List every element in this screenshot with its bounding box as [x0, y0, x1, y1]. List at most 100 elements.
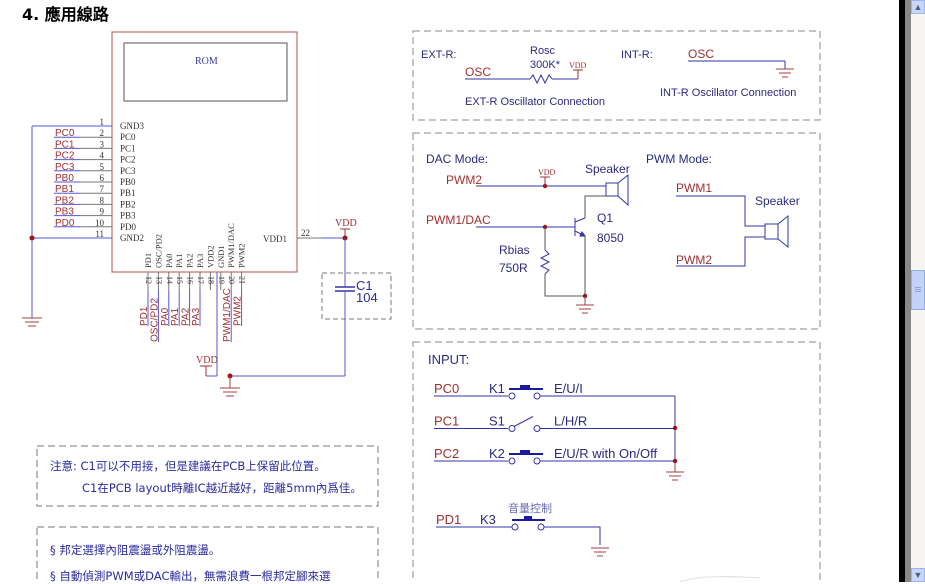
- cap-name: C1: [356, 278, 373, 293]
- bottom-net-label: PA3: [191, 307, 202, 326]
- rosc-name: Rosc: [530, 45, 556, 57]
- pin-name: PD0: [120, 222, 137, 232]
- note-box-2: [36, 526, 379, 582]
- bottom-net-label: PWM2: [233, 296, 244, 326]
- note-1-line-1: 注意: C1可以不用接，但是建議在PCB上保留此位置。: [50, 459, 326, 473]
- audio-output-box: DAC Mode: PWM2 VDD Speaker PWM1/DAC: [412, 132, 821, 330]
- ground-icon: [666, 463, 684, 481]
- pin-number: 16: [186, 276, 195, 284]
- pin-name: PB1: [120, 188, 136, 198]
- left-net-label: PB3: [55, 207, 74, 218]
- left-ground-net: [22, 125, 112, 327]
- pin-name: PA2: [185, 254, 195, 268]
- ground-icon: [591, 547, 609, 557]
- pin-number: 11: [95, 229, 104, 239]
- note-2-line-2: § 自動偵測PWM或DAC輸出，無需浪費一根邦定腳來選: [50, 569, 331, 583]
- pin-22-number: 22: [301, 228, 310, 238]
- bottom-net-label: PA1: [170, 307, 181, 326]
- pin-name: PC3: [120, 166, 136, 176]
- pin-name: PB0: [120, 177, 136, 187]
- scroll-up-button[interactable]: ▲: [911, 0, 925, 14]
- q1-name: Q1: [597, 211, 613, 225]
- input-function-label: E/U/I: [554, 381, 583, 396]
- pin-number: 1: [100, 117, 105, 127]
- pin-number: 18: [206, 276, 215, 284]
- pin-number: 10: [95, 218, 105, 228]
- pin-22-name: VDD1: [263, 234, 287, 244]
- note-1-line-2: C1在PCB layout時離IC越近越好，距離5mm內爲佳。: [82, 481, 362, 495]
- frame-divider-shadow: [905, 0, 911, 582]
- pin-name: PA3: [195, 254, 205, 268]
- cap-value: 104: [356, 290, 378, 305]
- pin-name: VDD2: [205, 245, 215, 268]
- pin-name: GND2: [120, 233, 144, 243]
- pin-name: PA1: [174, 254, 184, 268]
- pin-name: PWM2: [237, 243, 247, 268]
- int-caption: INT-R Oscillator Connection: [660, 87, 796, 99]
- pin-number: 15: [175, 276, 184, 284]
- note-box-1: [36, 445, 379, 507]
- pin-name: PC1: [120, 143, 136, 153]
- vertical-scrollbar[interactable]: ▲ ▼: [911, 0, 925, 582]
- transistor-icon: [574, 217, 586, 237]
- pin-number: 3: [100, 139, 105, 149]
- scroll-down-button[interactable]: ▼: [911, 568, 925, 582]
- pin-name: GND1: [216, 245, 226, 268]
- scrollbar-thumb[interactable]: [911, 270, 925, 310]
- decoupling-cap: VDD C1 104 VDD: [196, 218, 392, 397]
- pin-name: PC2: [120, 155, 136, 165]
- bottom-net-label: PA0: [160, 307, 171, 326]
- left-net-label: PC1: [55, 139, 75, 150]
- grip-icon: [915, 287, 921, 288]
- oscillator-box: EXT-R: OSC VDD Rosc 300K* EXT-R Oscillat…: [412, 30, 821, 121]
- pin-number: 6: [100, 173, 105, 183]
- bottom-net-label: PWM1/DAC: [222, 288, 233, 342]
- vdd2-label: VDD: [196, 355, 218, 366]
- pin-name: PD1: [143, 253, 153, 268]
- pin-name: PA0: [164, 254, 174, 268]
- ground-icon: [22, 317, 42, 327]
- ext-r-label: EXT-R:: [421, 49, 456, 61]
- pwm-pwm2-net: PWM2: [676, 253, 712, 267]
- pin-number: 13: [154, 276, 163, 284]
- pwm-mode-title: PWM Mode:: [646, 152, 712, 166]
- pd1-net: PD1: [436, 512, 461, 527]
- pin-number: 2: [100, 128, 105, 138]
- pin-name: PWM1/DAC: [226, 223, 236, 268]
- k3-label: 音量控制: [508, 501, 552, 515]
- pin-number: 8: [100, 195, 105, 205]
- pin-name: PC0: [120, 132, 136, 142]
- int-r-label: INT-R:: [621, 49, 653, 61]
- pin-number: 5: [100, 162, 105, 172]
- left-net-label: PC3: [55, 162, 75, 173]
- dac-vdd: VDD: [538, 168, 556, 177]
- input-title: INPUT:: [428, 352, 469, 367]
- ground-icon: [776, 68, 794, 78]
- pin-number: 19: [217, 276, 226, 284]
- left-net-label: PB1: [55, 184, 74, 195]
- bottom-net-label: PD1: [139, 306, 150, 326]
- pin-number: 20: [227, 276, 236, 284]
- bottom-net-label: PA2: [181, 307, 192, 326]
- section-title: 4. 應用線路: [22, 5, 109, 24]
- input-net: PC2: [434, 446, 459, 461]
- pin-number: 9: [100, 207, 105, 217]
- k3-name: K3: [480, 512, 496, 527]
- chevron-up-icon: ▲: [913, 2, 923, 12]
- left-net-label: PC2: [55, 151, 75, 162]
- left-net-label: PD0: [55, 218, 75, 229]
- dac-speaker-label: Speaker: [585, 162, 630, 176]
- input-function-label: E/U/R with On/Off: [554, 446, 657, 461]
- pwm-speaker-label: Speaker: [755, 194, 800, 208]
- dac-mode-title: DAC Mode:: [426, 152, 488, 166]
- input-function-label: L/H/R: [554, 414, 587, 429]
- vdd-label: VDD: [335, 218, 357, 229]
- dac-pwm2-net: PWM2: [446, 173, 482, 187]
- switch-name: K1: [489, 381, 505, 396]
- ext-caption: EXT-R Oscillator Connection: [465, 96, 605, 108]
- bottom-net-label: OSC/PD2: [149, 298, 160, 342]
- switch-name: K2: [489, 446, 505, 461]
